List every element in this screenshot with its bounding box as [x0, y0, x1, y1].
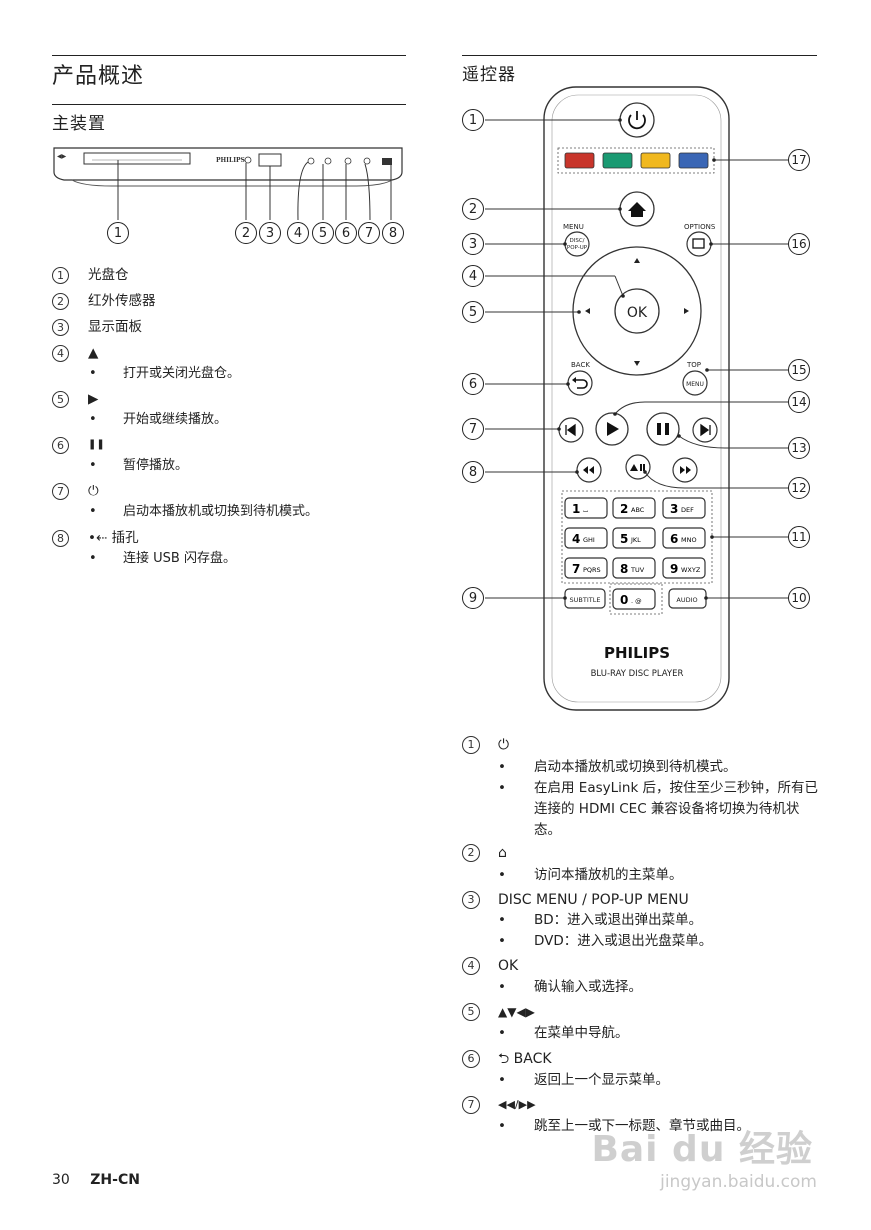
ok-label: OK: [627, 305, 648, 321]
pause-icon: ❚❚: [88, 439, 105, 450]
svg-text:4: 4: [572, 532, 580, 546]
svg-text:8: 8: [620, 562, 628, 576]
remote-illustration: MENU DISC/ POP-UP OPTIONS OK BACK TOP ME…: [485, 86, 788, 711]
svg-text:0: 0: [620, 593, 628, 607]
remote-model-text: BLU-RAY DISC PLAYER: [591, 669, 684, 679]
svg-text:6: 6: [670, 532, 678, 546]
eject-icon: ▲: [88, 345, 99, 361]
section-rule-top: [52, 55, 406, 56]
watermark-logo: Bai du 经验: [591, 1129, 813, 1170]
svg-text:⌴: ⌴: [583, 506, 588, 514]
remote-callout-15: 15: [788, 359, 810, 381]
svg-text:3: 3: [670, 502, 678, 516]
color-key-3: [640, 152, 671, 169]
nav-arrows-icon: ▲▼◀▶: [498, 1005, 535, 1019]
remote-callout-6: 6: [462, 373, 484, 395]
svg-text:5: 5: [620, 532, 628, 546]
svg-text:1: 1: [572, 502, 580, 516]
remote-callout-13: 13: [788, 437, 810, 459]
svg-text:. @: . @: [631, 597, 642, 605]
subtitle-label: SUBTITLE: [570, 596, 601, 604]
svg-text:ABC: ABC: [631, 506, 645, 514]
page-number: 30: [52, 1172, 70, 1188]
number-key-1: 1⌴: [564, 497, 608, 519]
usb-icon: •⇠ 插孔: [88, 530, 139, 546]
color-key-1: [564, 152, 595, 169]
play-icon: ▶: [88, 391, 99, 407]
svg-text:MNO: MNO: [681, 536, 697, 544]
callout-5: 5: [312, 222, 334, 244]
section-title-remote: 遥控器: [462, 65, 516, 85]
device-brand-text: PHILIPS: [216, 157, 245, 164]
callout-6: 6: [335, 222, 357, 244]
audio-label: AUDIO: [676, 596, 697, 604]
prev-next-icon: ◀◀/▶▶: [498, 1098, 536, 1111]
remote-callout-7: 7: [462, 418, 484, 440]
watermark-url: jingyan.baidu.com: [660, 1172, 817, 1192]
language-code: ZH-CN: [90, 1172, 140, 1188]
callout-1: 1: [107, 222, 129, 244]
svg-text:TUV: TUV: [630, 566, 645, 574]
remote-callout-14: 14: [788, 391, 810, 413]
options-label: OPTIONS: [684, 223, 716, 231]
remote-callout-16: 16: [788, 233, 810, 255]
main-unit-illustration: ◀▶ PHILIPS: [53, 147, 403, 221]
section-rule-remote: [462, 55, 817, 56]
power-icon: ⏻: [88, 483, 99, 499]
svg-text:7: 7: [572, 562, 580, 576]
menu-label: MENU: [563, 223, 584, 231]
remote-callout-4: 4: [462, 265, 484, 287]
remote-callout-17: 17: [788, 149, 810, 171]
color-key-4: [678, 152, 709, 169]
remote-brand-text: PHILIPS: [604, 644, 670, 662]
svg-text:◀▶: ◀▶: [57, 153, 67, 160]
home-icon: ⌂: [498, 845, 507, 861]
svg-text:DEF: DEF: [681, 506, 694, 514]
callout-3: 3: [259, 222, 281, 244]
svg-text:POP-UP: POP-UP: [567, 245, 588, 251]
svg-text:PQRS: PQRS: [583, 566, 601, 574]
remote-callout-12: 12: [788, 477, 810, 499]
callout-4: 4: [287, 222, 309, 244]
svg-text:JKL: JKL: [630, 536, 641, 544]
remote-callout-10: 10: [788, 587, 810, 609]
callout-2: 2: [235, 222, 257, 244]
remote-callout-8: 8: [462, 461, 484, 483]
remote-callout-2: 2: [462, 198, 484, 220]
remote-callout-5: 5: [462, 301, 484, 323]
top-label: TOP: [686, 361, 701, 369]
svg-text:9: 9: [670, 562, 678, 576]
color-key-2: [602, 152, 633, 169]
back-label: BACK: [571, 361, 590, 369]
page-footer: 30 ZH-CN: [52, 1172, 140, 1188]
subsection-rule: [52, 104, 406, 105]
remote-callout-11: 11: [788, 526, 810, 548]
top-menu-label: MENU: [686, 381, 704, 388]
remote-callout-3: 3: [462, 233, 484, 255]
callout-8: 8: [382, 222, 404, 244]
number-key-0: 0. @: [612, 588, 656, 610]
subsection-title-main-unit: 主装置: [52, 114, 106, 134]
power-icon: ⏻: [498, 737, 510, 753]
back-icon: ⮌ BACK: [498, 1051, 552, 1067]
svg-text:GHI: GHI: [583, 536, 595, 544]
remote-callout-9: 9: [462, 587, 484, 609]
svg-text:DISC/: DISC/: [569, 238, 584, 244]
section-title-product-overview: 产品概述: [52, 64, 145, 89]
svg-text:WXYZ: WXYZ: [681, 566, 701, 574]
svg-text:2: 2: [620, 502, 628, 516]
callout-7: 7: [358, 222, 380, 244]
remote-callout-1: 1: [462, 109, 484, 131]
